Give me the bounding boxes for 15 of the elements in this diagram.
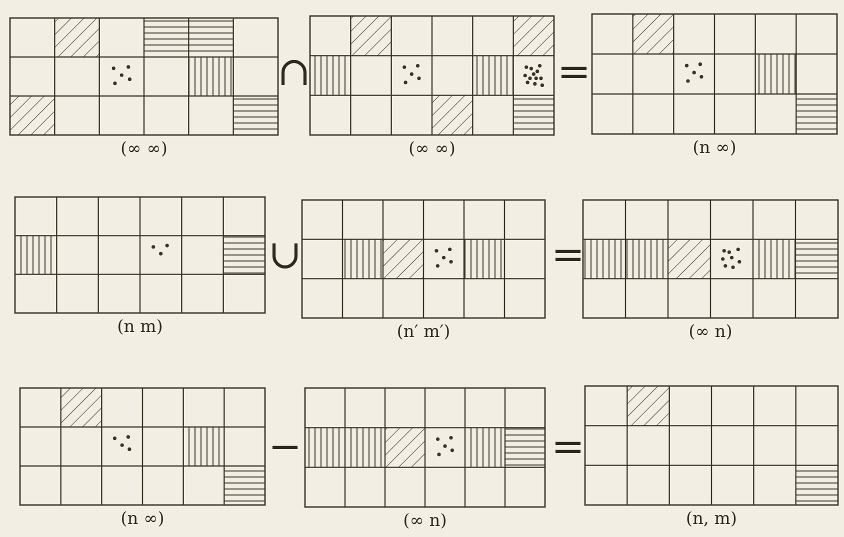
grid-caption: (n, m) (686, 511, 738, 528)
operator-symbol: = (551, 235, 585, 275)
grid-caption: (∞ ∞) (120, 141, 168, 158)
grid-caption: (n ∞) (692, 140, 736, 157)
operator-symbol: ∩ (277, 52, 311, 92)
operator-symbol: − (268, 427, 302, 467)
operator-symbol: = (551, 427, 585, 467)
grid-caption: (n m) (117, 319, 163, 336)
grid-caption: (∞ ∞) (408, 141, 456, 158)
operator-symbol: = (557, 52, 591, 92)
grid-caption: (∞ n) (403, 513, 447, 530)
grid-caption: (n ∞) (120, 511, 164, 528)
grid-caption: (∞ n) (688, 324, 732, 341)
grid-caption: (n′ m′) (396, 324, 450, 341)
operator-symbol: ∪ (268, 235, 302, 275)
